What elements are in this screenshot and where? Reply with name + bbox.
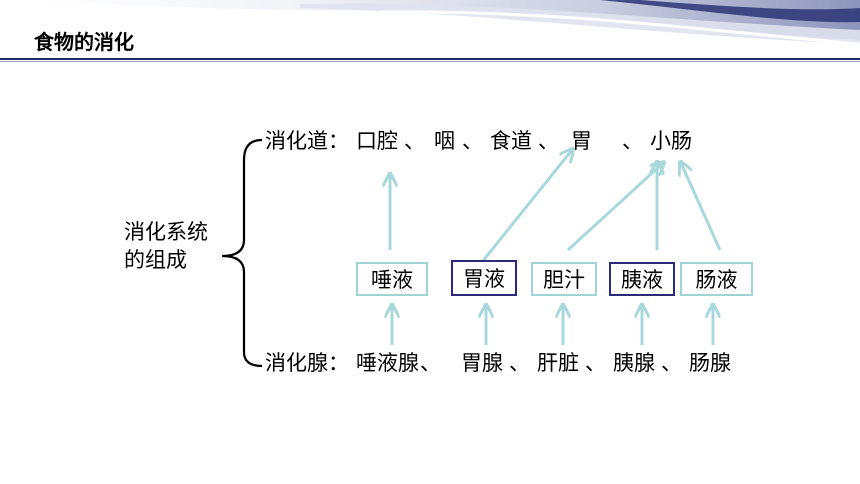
tract-separator: 、 <box>404 129 425 153</box>
juice-box-bile: 胆汁 <box>531 262 597 296</box>
gland-separator: 、 <box>509 351 530 375</box>
tract-separator: 、 <box>538 129 559 153</box>
gland-gastric: 胃腺 <box>461 351 503 375</box>
tract-label: 消化道 <box>265 129 328 153</box>
gland-pancreas: 胰腺 <box>613 351 655 375</box>
juice-box-intestinal: 肠液 <box>680 262 753 296</box>
gland-salivary: 唾液腺 <box>356 351 419 375</box>
arrow-intestinal-to-small-intestine <box>681 163 722 251</box>
gland-liver: 肝脏 <box>537 351 579 375</box>
juice-box-gastric: 胃液 <box>451 260 517 296</box>
arrow-bile-to-small-intestine <box>566 163 663 252</box>
juice-box-pancreatic: 胰液 <box>609 262 675 296</box>
glands-colon: ： <box>328 351 349 375</box>
tract-separator: 、 <box>462 129 483 153</box>
tract-esophagus: 食道 <box>490 129 532 153</box>
gland-separator: 、 <box>661 351 682 375</box>
curly-brace <box>221 138 263 368</box>
tract-colon: ： <box>328 129 349 153</box>
system-label-line2: 的组成 <box>124 248 187 272</box>
tract-mouth: 口腔 <box>356 129 398 153</box>
system-label-line1: 消化系统 <box>124 220 208 244</box>
tract-small-intestine: 小肠 <box>650 129 692 153</box>
header-decoration <box>0 0 860 80</box>
gland-intestinal: 肠腺 <box>689 351 731 375</box>
arrow-gastric-to-stomach <box>480 150 572 263</box>
slide-title: 食物的消化 <box>34 30 134 54</box>
gland-separator: 、 <box>585 351 606 375</box>
system-label: 消化系统 的组成 <box>124 218 208 274</box>
tract-stomach: 胃 <box>571 129 592 153</box>
tract-separator: 、 <box>622 129 643 153</box>
gland-separator: 、 <box>420 351 441 375</box>
glands-label: 消化腺 <box>265 351 328 375</box>
juice-box-saliva: 唾液 <box>356 262 428 296</box>
tract-pharynx: 咽 <box>434 129 455 153</box>
